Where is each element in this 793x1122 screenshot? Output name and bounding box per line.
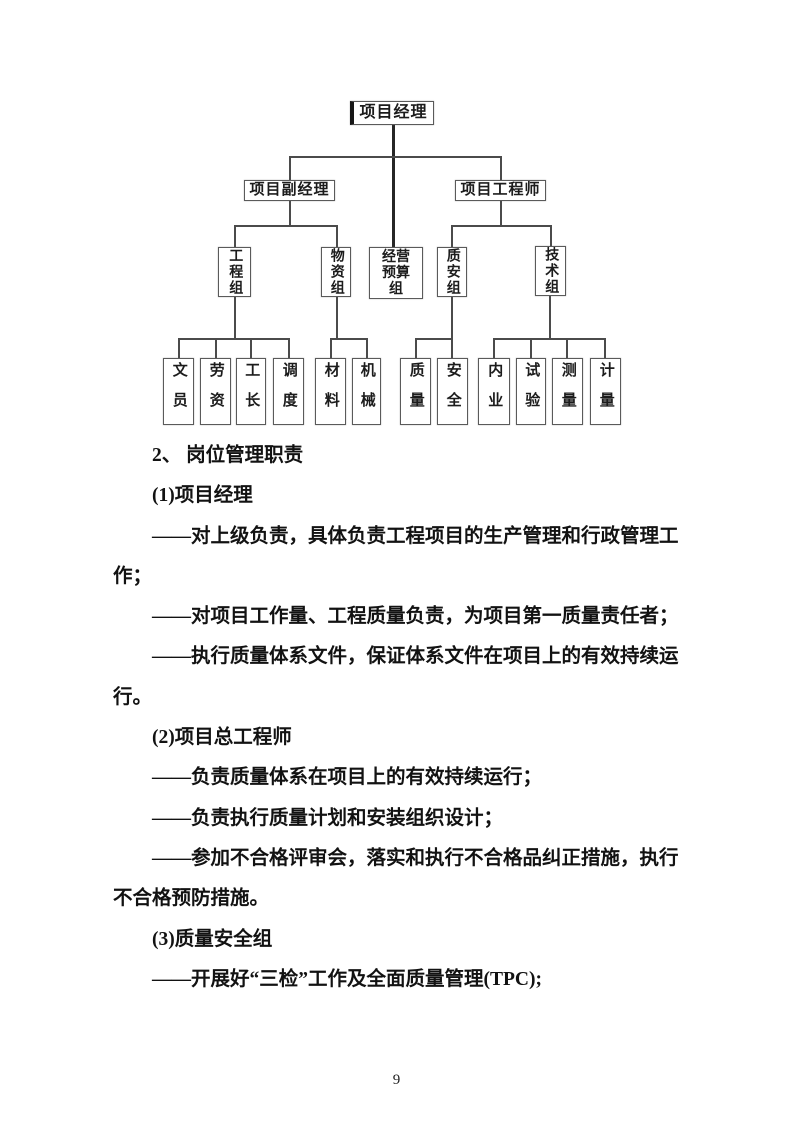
body-line: 行。 [113,686,153,708]
page-number: 9 [392,1072,401,1088]
body-line: ——负责执行质量计划和安装组织设计； [152,807,504,829]
org-node-technical-group: 技术组 [535,246,566,296]
org-node-foreman: 工长 [236,358,266,425]
sub-heading: (3)质量安全组 [152,928,273,950]
org-node-clerk: 文员 [163,358,194,425]
connector-line [392,124,395,247]
body-line: 作； [113,565,153,587]
connector-line [530,338,532,358]
connector-line [288,338,290,358]
body-line: 不合格预防措施。 [113,888,270,910]
connector-line [451,225,552,227]
org-node-labor-wages: 劳资 [200,358,231,425]
org-node-quality-safety-group: 质安组 [437,247,467,297]
connector-line [550,225,552,246]
body-line: ——对项目工作量、工程质量负责，为项目第一质量责任者； [152,606,679,628]
org-node-metering: 计量 [590,358,621,425]
body-line: ——对上级负责，具体负责工程项目的生产管理和行政管理工 [152,525,679,547]
connector-line [336,297,338,338]
org-node-materials-group: 物资组 [321,247,351,297]
connector-line [604,338,606,358]
connector-line [215,338,217,358]
connector-line [289,156,291,181]
sub-heading: (2)项目总工程师 [152,727,292,749]
connector-line [336,225,338,247]
org-node-survey: 测量 [552,358,583,425]
connector-line [451,225,453,247]
org-node-machinery: 机械 [352,358,381,425]
body-text: 2、 岗位管理职责 (1)项目经理 ——对上级负责，具体负责工程项目的生产管理和… [113,436,733,1000]
connector-line [451,297,453,358]
connector-line [549,296,551,338]
connector-line [330,338,332,358]
org-node-safety: 安全 [437,358,468,425]
org-node-quality: 质量 [400,358,431,425]
org-node-office-work: 内业 [478,358,510,425]
sub-heading: (1)项目经理 [152,485,253,507]
connector-line [234,297,236,338]
body-line: ——开展好“三检”工作及全面质量管理(TPC); [152,968,542,990]
org-node-project-manager: 项目经理 [350,101,434,125]
org-node-materials: 材料 [315,358,346,425]
connector-line [415,338,453,340]
connector-line [178,338,290,340]
connector-line [330,338,368,340]
org-node-dispatch: 调度 [273,358,304,425]
body-line: ——负责质量体系在项目上的有效持续运行； [152,767,543,789]
body-line: ——执行质量体系文件，保证体系文件在项目上的有效持续运 [152,646,679,668]
org-node-budget-group: 经营预算组 [369,247,423,299]
connector-line [415,338,417,358]
org-node-engineering-group: 工程组 [218,247,251,297]
connector-line [234,225,236,247]
org-node-deputy-manager: 项目副经理 [244,180,335,201]
connector-line [566,338,568,358]
section-heading: 2、 岗位管理职责 [152,445,304,466]
connector-line [289,156,502,158]
connector-line [289,201,291,226]
connector-line [500,156,502,181]
body-line: ——参加不合格评审会，落实和执行不合格品纠正措施，执行 [152,847,679,869]
connector-line [366,338,368,358]
connector-line [500,201,502,226]
org-node-testing: 试验 [516,358,546,425]
connector-line [234,225,338,227]
org-node-project-engineer: 项目工程师 [455,180,546,201]
connector-line [250,338,252,358]
connector-line [178,338,180,358]
connector-line [493,338,495,358]
connector-line [493,338,606,340]
